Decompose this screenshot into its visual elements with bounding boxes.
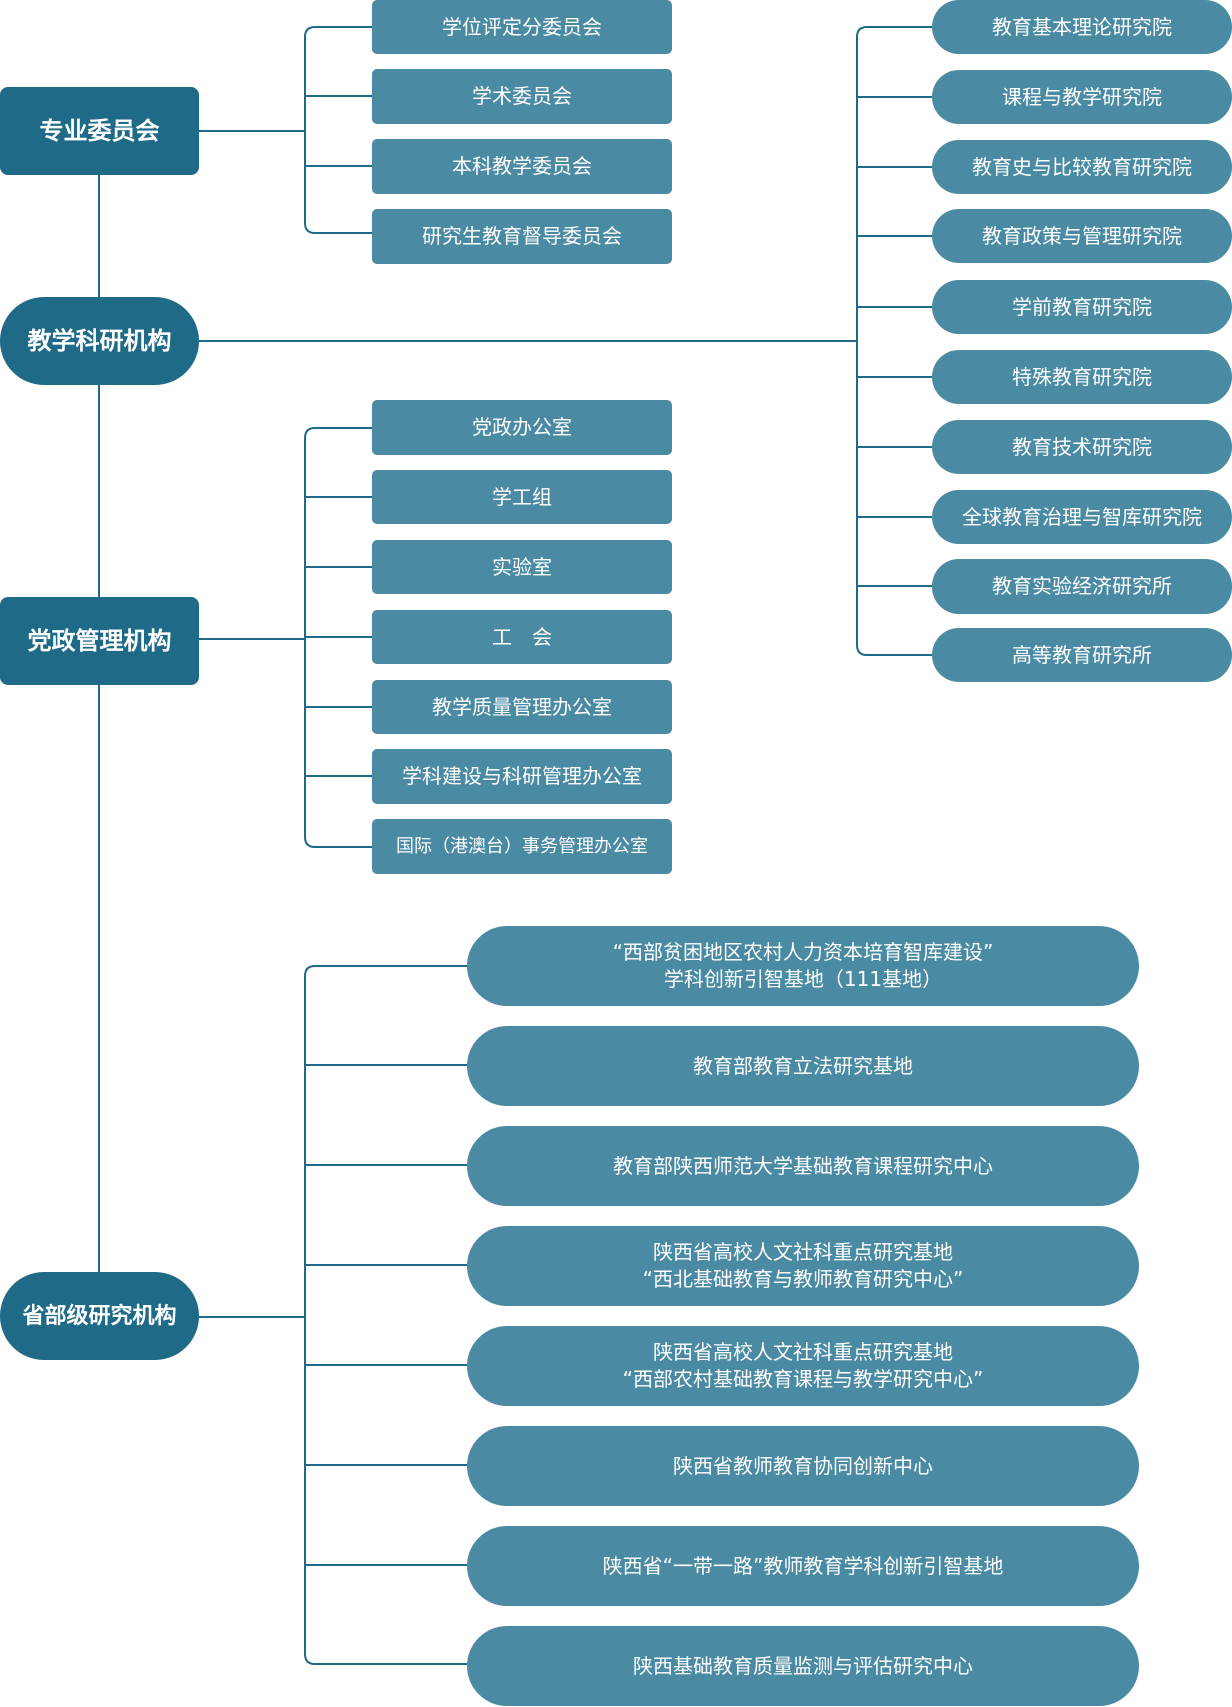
research-item: 特殊教育研究院 [932, 350, 1232, 404]
provincial-item: 陕西基础教育质量监测与评估研究中心 [467, 1626, 1139, 1706]
research-item: 高等教育研究所 [932, 628, 1232, 682]
node-research: 教学科研机构 [0, 297, 199, 385]
admin-item: 国际（港澳台）事务管理办公室 [372, 819, 672, 874]
committee-item: 学术委员会 [372, 69, 672, 124]
admin-item: 工 会 [372, 610, 672, 664]
admin-item: 党政办公室 [372, 400, 672, 455]
committee-item: 研究生教育督导委员会 [372, 209, 672, 264]
admin-item: 实验室 [372, 540, 672, 594]
research-item: 全球教育治理与智库研究院 [932, 490, 1232, 544]
provincial-item: 陕西省高校人文社科重点研究基地 “西北基础教育与教师教育研究中心” [467, 1226, 1139, 1306]
research-item: 课程与教学研究院 [932, 70, 1232, 124]
admin-item: 学工组 [372, 470, 672, 524]
research-item: 教育技术研究院 [932, 420, 1232, 474]
provincial-item: 教育部陕西师范大学基础教育课程研究中心 [467, 1126, 1139, 1206]
committee-item: 学位评定分委员会 [372, 0, 672, 54]
research-item: 学前教育研究院 [932, 280, 1232, 334]
node-provincial: 省部级研究机构 [0, 1272, 199, 1360]
admin-item: 教学质量管理办公室 [372, 680, 672, 734]
committee-item: 本科教学委员会 [372, 139, 672, 194]
provincial-item: 陕西省教师教育协同创新中心 [467, 1426, 1139, 1506]
provincial-item: 教育部教育立法研究基地 [467, 1026, 1139, 1106]
node-committees: 专业委员会 [0, 87, 199, 175]
admin-item: 学科建设与科研管理办公室 [372, 749, 672, 804]
research-item: 教育史与比较教育研究院 [932, 140, 1232, 194]
research-bracket [856, 26, 932, 656]
provincial-item: 陕西省“一带一路”教师教育学科创新引智基地 [467, 1526, 1139, 1606]
research-item: 教育政策与管理研究院 [932, 209, 1232, 263]
provincial-bracket [304, 965, 467, 1665]
provincial-item: 陕西省高校人文社科重点研究基地 “西部农村基础教育课程与教学研究中心” [467, 1326, 1139, 1406]
node-admin: 党政管理机构 [0, 597, 199, 685]
provincial-item: “西部贫困地区农村人力资本培育智库建设” 学科创新引智基地（111基地） [467, 926, 1139, 1006]
committees-bracket [304, 26, 372, 234]
research-item: 教育基本理论研究院 [932, 0, 1232, 54]
research-item: 教育实验经济研究所 [932, 559, 1232, 614]
